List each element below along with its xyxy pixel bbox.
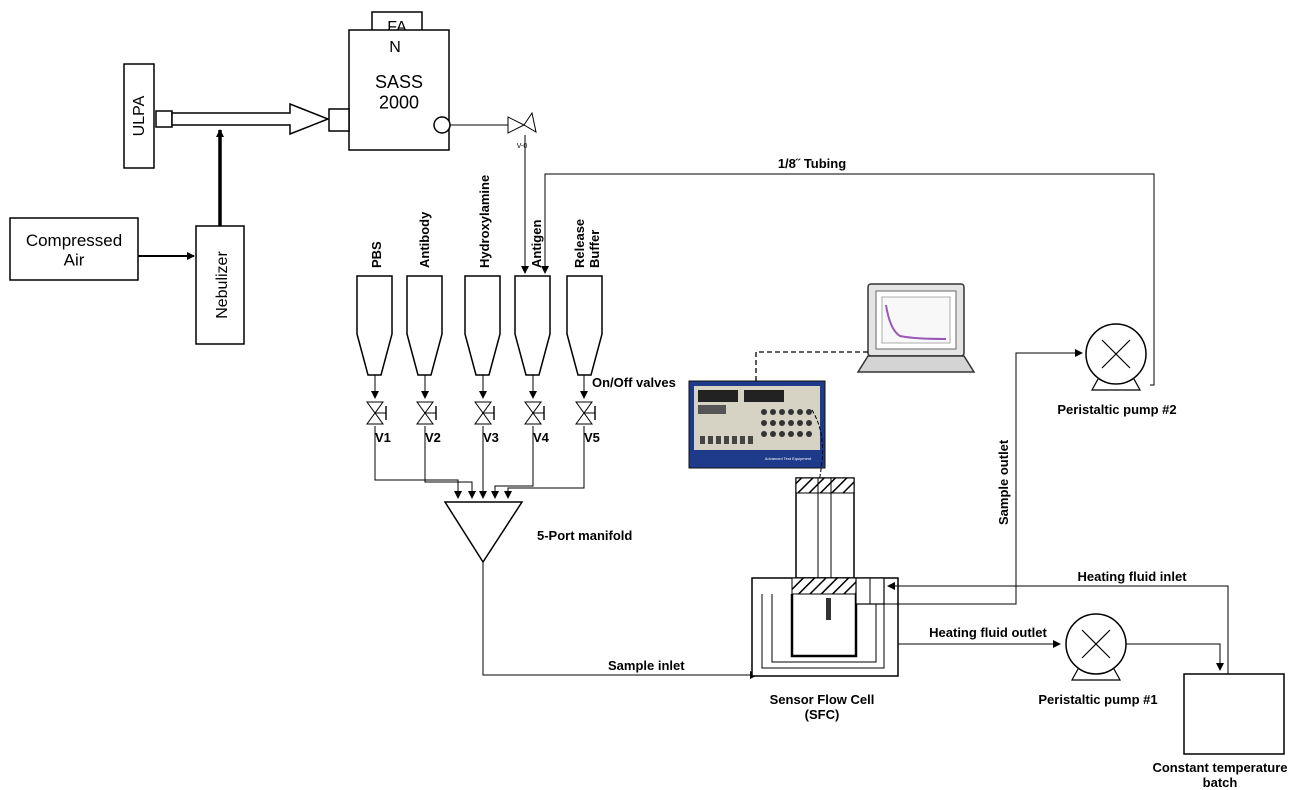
instrument-knob [806,409,812,415]
valve-v1-label: V1 [375,430,391,445]
tubing-return-line [541,173,1155,386]
instrument-jack [748,436,753,444]
valve-v3-label: V3 [483,430,499,445]
valve-v2: V2 [416,375,476,499]
instrument-knob [806,431,812,437]
sass-pump-icon [433,116,451,134]
instrument-knob [797,420,803,426]
sensor-flow-cell [751,477,899,677]
heating-outlet-label: Heating fluid outlet [929,625,1047,640]
air-flow-arrow [171,102,331,136]
instrument-jack [700,436,705,444]
pump2-label: Peristaltic pump #2 [1057,402,1176,417]
nebulizer-label: Nebulizer [214,251,231,319]
tubing-label: 1/8˝ Tubing [778,156,846,171]
instrument-knob [797,409,803,415]
instrument-knob [761,431,767,437]
n-label: N [389,39,401,56]
pbs-label: PBS [369,241,384,268]
instrument-knob [770,431,776,437]
peristaltic-pump-2 [1085,323,1147,391]
pump1-label: Peristaltic pump #1 [1038,692,1157,707]
valve-v4-label: V4 [533,430,550,445]
valve-v0: V-0 [507,111,537,150]
instrument-knob [779,420,785,426]
instrument-knob [788,431,794,437]
reservoir-antibody: Antibody [406,211,443,376]
pump1-to-bath-line [1126,643,1224,671]
ulpa-label: ULPA [131,95,148,136]
constant-temperature-bath [1183,673,1285,755]
v0-label: V-0 [517,143,528,150]
sample-inlet-label: Sample inlet [608,658,685,673]
valve-v2-label: V2 [425,430,441,445]
sfc-label: Sensor Flow Cell(SFC) [770,692,875,722]
reservoir-antigen: Antigen [514,220,551,376]
valve-v3: V3 [474,375,499,499]
ulpa-filter: ULPA [123,63,173,169]
instrument-jack [724,436,729,444]
heating-fluid-inlet-line [887,582,1229,674]
instrument-jack [716,436,721,444]
nebulizer: Nebulizer [195,225,245,345]
instrument-jack [740,436,745,444]
instrument-knob [770,420,776,426]
laptop-computer [856,283,976,373]
five-port-manifold [443,501,524,564]
valve-v1: V1 [366,375,462,499]
instrument-jack [732,436,737,444]
instrument-jack [708,436,713,444]
peristaltic-pump-1 [1065,613,1127,681]
instrument-knob [770,409,776,415]
laptop-plot-curve [885,304,947,340]
instrument-knobs [700,409,812,444]
onoff-valves-label: On/Off valves [592,375,676,390]
heating-inlet-label: Heating fluid inlet [1077,569,1187,584]
instrument-caption: Advanced Test Equipment [765,456,812,461]
sample-outlet-label: Sample outlet [996,439,1011,525]
instrument-knob [788,409,794,415]
antigen-label: Antigen [529,220,544,268]
sample-outlet-line [856,349,1083,605]
manifold-label: 5-Port manifold [537,528,632,543]
laptop-cable [755,351,868,386]
sample-inlet-line [482,562,758,679]
instrument-knob [788,420,794,426]
instrument-knob [779,409,785,415]
instrument-knob [779,431,785,437]
antibody-label: Antibody [417,211,432,268]
test-instrument: Advanced Test Equipment [688,380,826,469]
instrument-knob [797,431,803,437]
valve-v5-label: V5 [584,430,600,445]
valve-v4: V4 [491,375,550,499]
reservoir-pbs: PBS [356,241,393,376]
instrument-knob [761,409,767,415]
instrument-knob [806,420,812,426]
reservoir-release-buffer: ReleaseBuffer [566,219,603,376]
hydroxylamine-label: Hydroxylamine [477,175,492,268]
valve-v5: V5 [504,375,600,499]
reservoir-hydroxylamine: Hydroxylamine [464,175,501,376]
release-buffer-label: ReleaseBuffer [572,219,602,268]
valves-group: V1 V2 V3 V4 V5 [366,375,600,499]
instrument-knob [761,420,767,426]
